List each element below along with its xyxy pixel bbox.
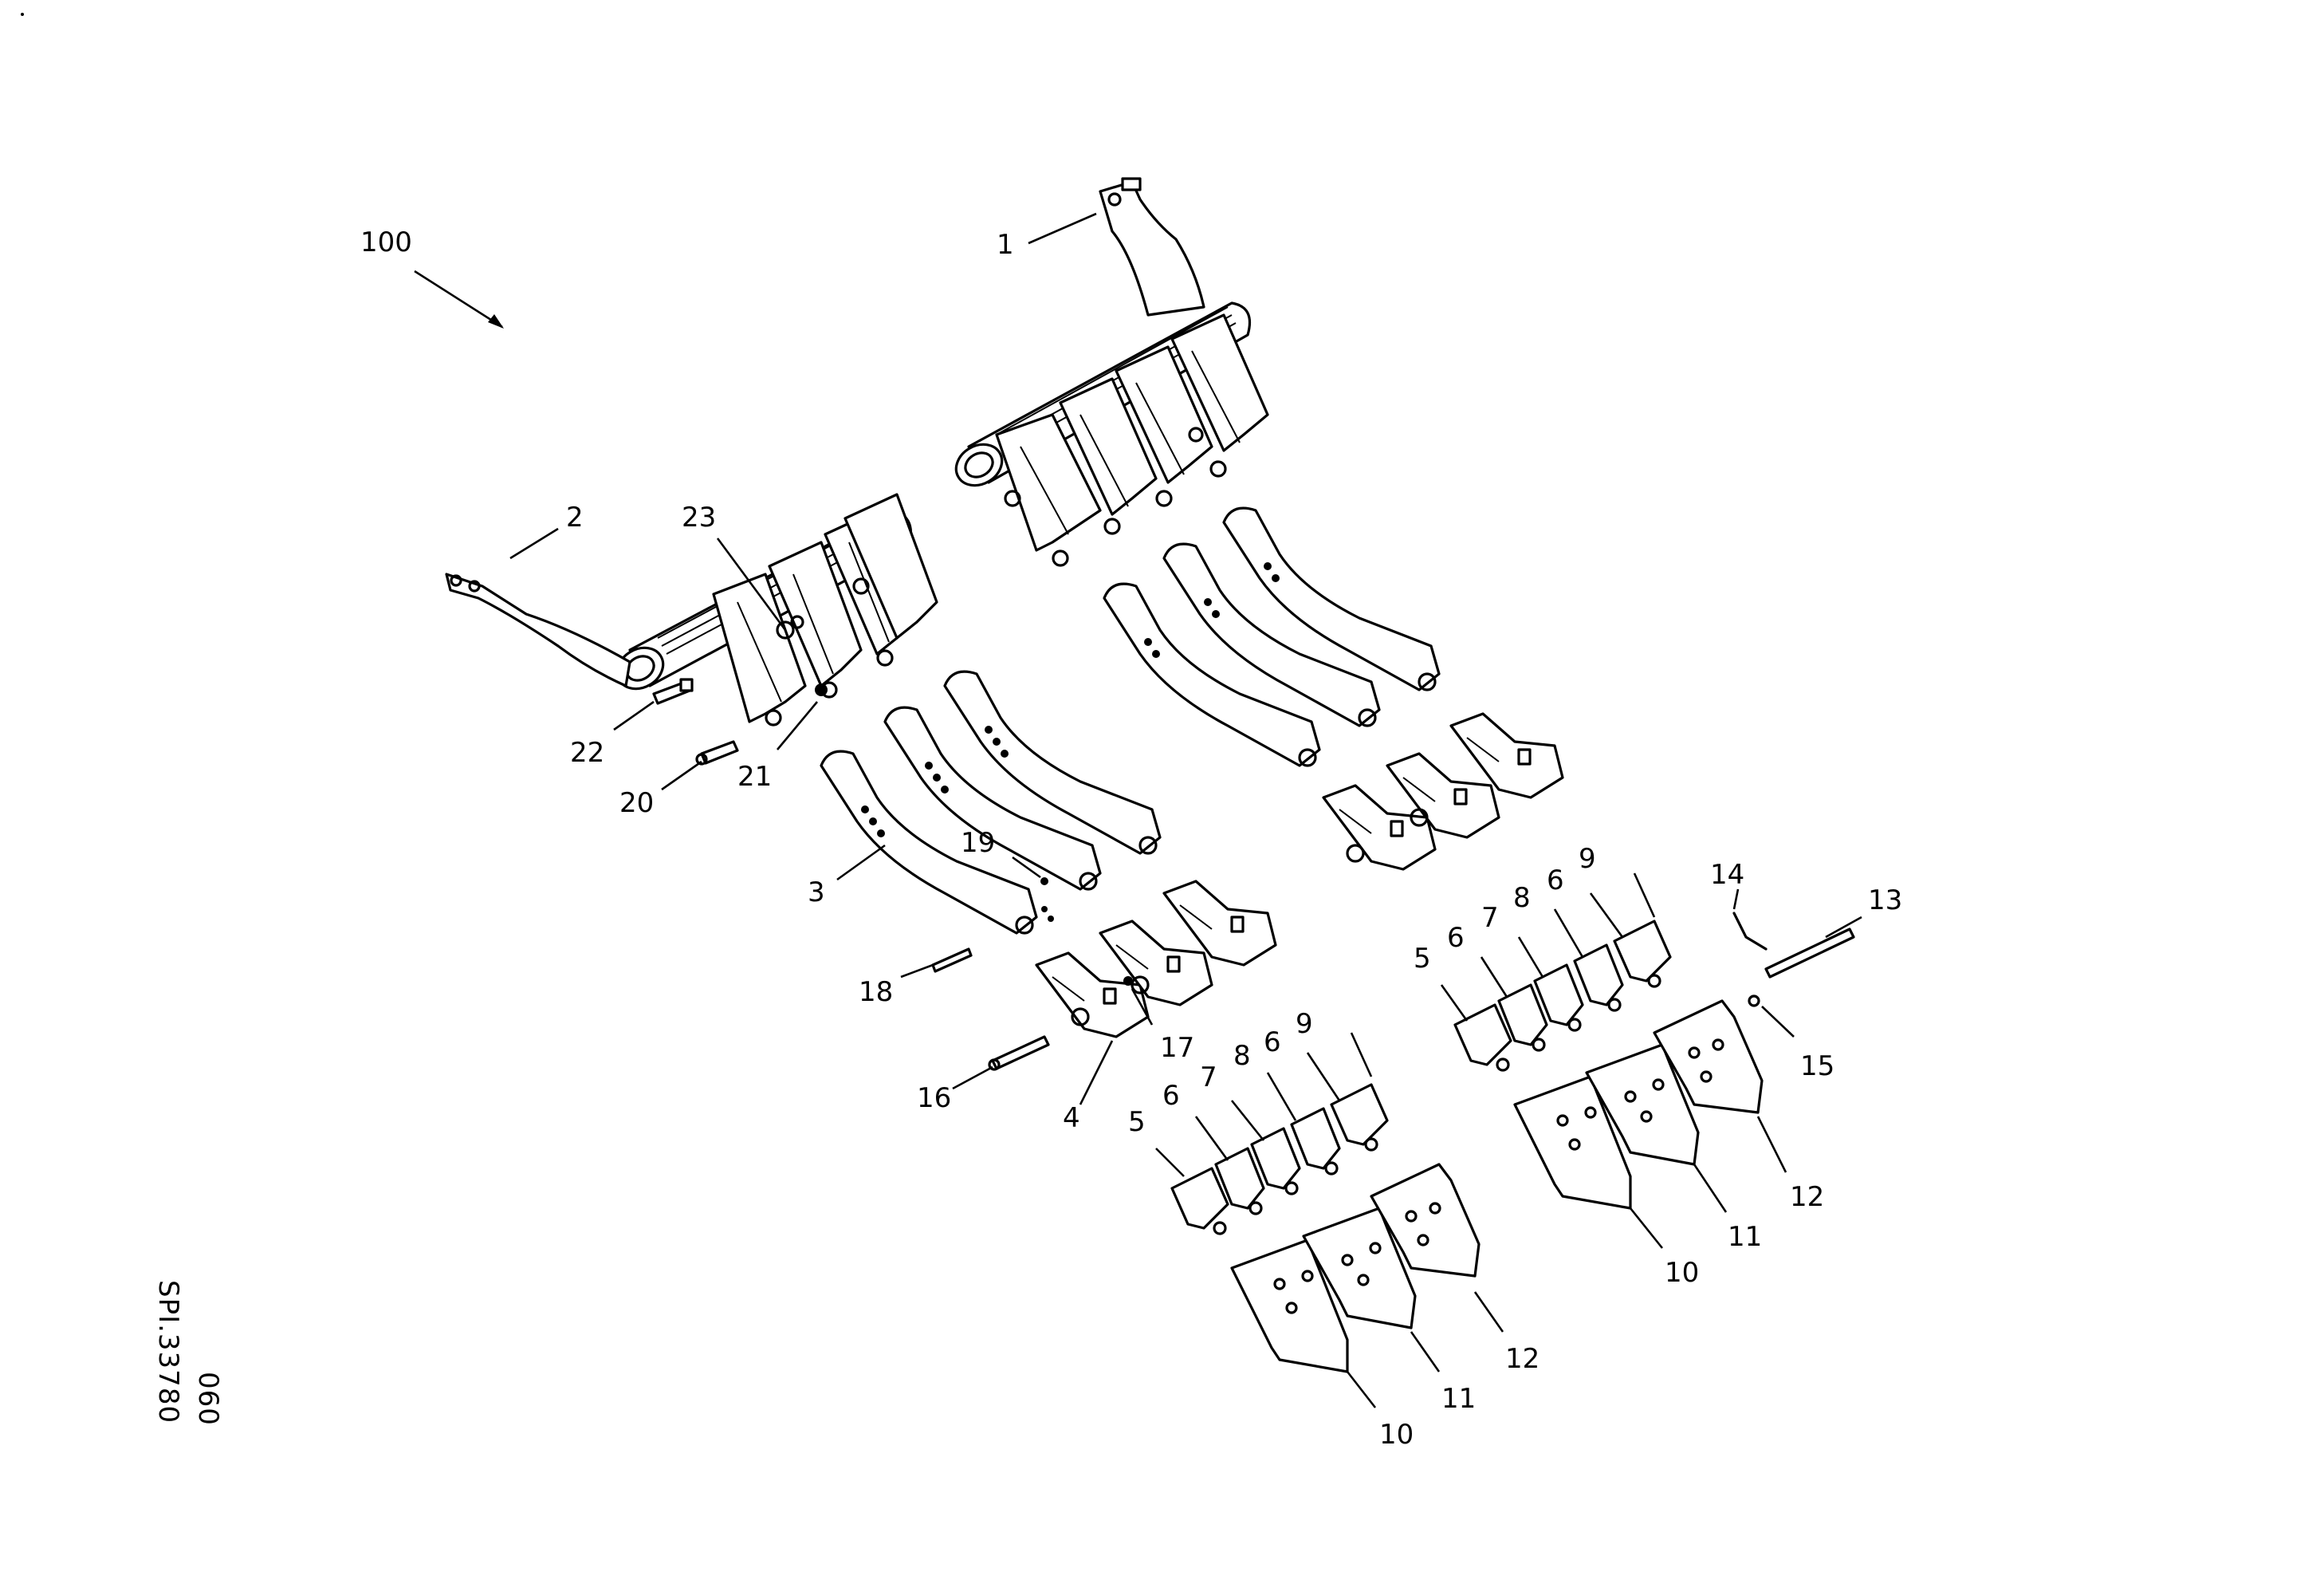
parallel-links-right <box>1103 506 1441 767</box>
callout-9a: 9 <box>1296 1008 1313 1040</box>
callout-2: 2 <box>566 502 584 534</box>
callout-8a: 8 <box>1233 1040 1251 1072</box>
callout-18: 18 <box>859 976 893 1008</box>
callout-6b: 6 <box>1264 1026 1281 1058</box>
callout-6a: 6 <box>1162 1080 1180 1112</box>
callout-4: 4 <box>1063 1102 1080 1134</box>
callout-3: 3 <box>808 876 825 908</box>
callout-1: 1 <box>997 229 1014 261</box>
callout-5a: 5 <box>1128 1106 1146 1138</box>
callout-14: 14 <box>1710 859 1744 891</box>
assembly-arrow-100 <box>414 270 504 329</box>
corner-mark <box>21 13 24 16</box>
toolbar-frame-lower <box>445 493 938 727</box>
callout-7a: 7 <box>1200 1061 1217 1093</box>
callout-10b: 10 <box>1665 1257 1699 1289</box>
callout-15: 15 <box>1800 1050 1834 1082</box>
sheet-number: 060 <box>192 1372 224 1426</box>
callout-11b: 11 <box>1728 1221 1762 1253</box>
wing-shares-lower <box>1230 1163 1481 1373</box>
point-tips-lower <box>1170 1083 1389 1235</box>
leader-lines <box>509 212 1862 1408</box>
callout-10a: 10 <box>1379 1419 1414 1451</box>
reference-code: SPI.33780 <box>152 1280 184 1424</box>
callout-6c: 6 <box>1447 922 1465 954</box>
callout-19: 19 <box>961 827 995 859</box>
fasteners <box>652 678 1855 1071</box>
callout-12a: 12 <box>1505 1343 1540 1375</box>
callout-12b: 12 <box>1790 1181 1824 1213</box>
callout-23: 23 <box>682 502 716 534</box>
callout-13: 13 <box>1868 884 1902 916</box>
callout-7b: 7 <box>1481 902 1499 934</box>
toolbar-frame-upper <box>954 177 1269 567</box>
callout-9b: 9 <box>1579 843 1596 875</box>
callout-8b: 8 <box>1513 882 1531 914</box>
callout-100: 100 <box>360 226 412 258</box>
shank-clamps-right <box>1322 712 1564 871</box>
callout-16: 16 <box>917 1082 951 1114</box>
shank-clamps-left <box>1035 880 1277 1038</box>
wing-shares-upper <box>1513 999 1764 1210</box>
callout-21: 21 <box>737 761 772 793</box>
callout-5b: 5 <box>1414 943 1431 975</box>
callout-17: 17 <box>1160 1032 1194 1064</box>
callout-labels: 100 1 2 3 4 5 6 7 8 6 9 10 11 12 5 6 7 8… <box>360 226 1902 1451</box>
callout-6d: 6 <box>1547 864 1564 896</box>
point-tips-upper <box>1453 920 1672 1072</box>
callout-11a: 11 <box>1441 1383 1476 1415</box>
parallel-links-left <box>820 670 1162 935</box>
drawing-reference: SPI.33780 060 <box>152 1280 224 1426</box>
callout-22: 22 <box>570 737 604 769</box>
callout-20: 20 <box>619 787 654 819</box>
